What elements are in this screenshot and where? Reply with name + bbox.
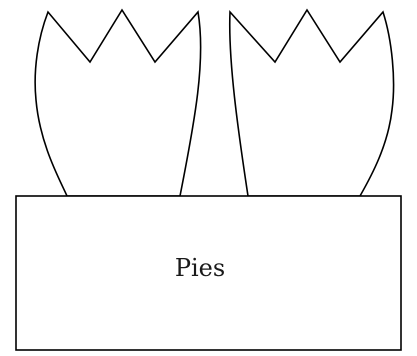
right-crown-shape: [228, 8, 395, 197]
base-rectangle: [15, 195, 402, 351]
left-crown-shape: [34, 8, 202, 197]
diagram-label: Pies: [175, 254, 225, 282]
